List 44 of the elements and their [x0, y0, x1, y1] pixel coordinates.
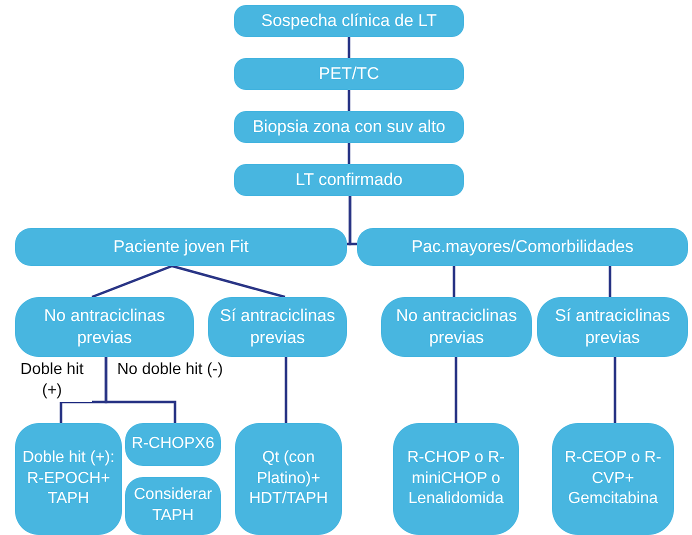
box-text: R-CEOP o R-CVP+ Gemcitabina [564, 448, 662, 510]
connector-line [348, 196, 357, 246]
process-box [235, 423, 342, 535]
process-box [234, 58, 464, 90]
box-text: Doble hit (+): R-EPOCH+ TAPH [21, 448, 116, 510]
connector-line [284, 357, 288, 423]
box-text: LT confirmado [295, 168, 403, 191]
box-text: PET/TC [318, 62, 380, 85]
box-text: R-CHOPX6 [132, 434, 214, 454]
box-text: Paciente joven Fit [113, 236, 249, 258]
process-box [381, 297, 532, 357]
box-text: No antraciclinas previas [43, 304, 166, 349]
process-box [125, 423, 221, 466]
box-text: R-CHOP o R-miniCHOP o Lenalidomida [406, 448, 506, 510]
process-box [537, 297, 688, 357]
box-text: Sí antraciclinas previas [218, 304, 336, 349]
connector-line [348, 37, 350, 58]
process-box [15, 423, 122, 535]
process-box [234, 111, 464, 143]
box-text: Pac.mayores/Comorbilidades [411, 236, 634, 258]
box-text: Qt (con Platino)+ HDT/TAPH [248, 448, 329, 510]
process-box [234, 5, 464, 37]
box-text: Sospecha clínica de LT [261, 10, 437, 32]
box-text: No antraciclinas previas [395, 304, 518, 349]
process-box [357, 228, 688, 266]
process-box [208, 297, 347, 357]
connector-line [614, 357, 616, 423]
connector-line [172, 264, 286, 298]
connector-line [454, 357, 458, 423]
process-box [234, 164, 464, 196]
process-box [393, 423, 519, 535]
connector-line [608, 266, 612, 297]
process-box [552, 423, 674, 535]
connector-line [348, 143, 350, 164]
process-box [125, 477, 221, 535]
connector-line [452, 266, 456, 297]
connector-line [92, 264, 172, 298]
box-text: Sí antraciclinas previas [554, 304, 672, 349]
box-text: Biopsia zona con suv alto [252, 116, 446, 138]
box-text: Considerar TAPH [132, 485, 214, 526]
process-box [15, 297, 194, 357]
connector-line [348, 90, 350, 111]
connector-line [104, 357, 176, 423]
process-box [15, 228, 347, 266]
